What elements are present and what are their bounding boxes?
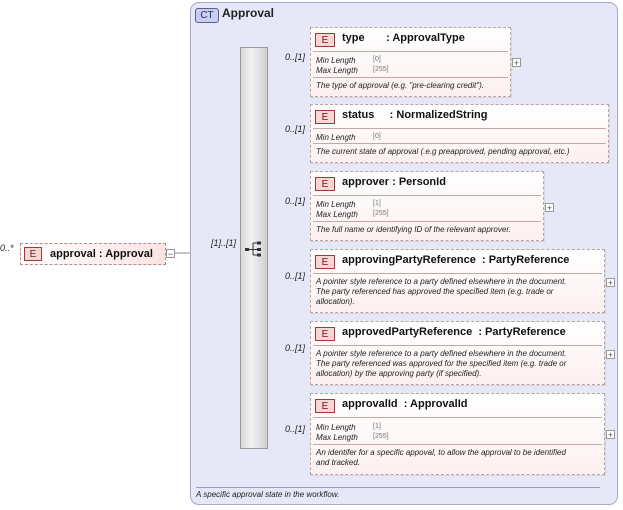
element-cardinality: 0..[1] [285, 343, 306, 353]
element-badge-icon: E [24, 247, 42, 261]
expand-icon[interactable]: + [606, 430, 615, 440]
collapse-icon[interactable]: − [166, 249, 175, 259]
expand-icon[interactable]: + [606, 350, 615, 360]
facet-label: Min Length [316, 56, 356, 65]
facet-label: Max Length [316, 210, 358, 219]
element-name: approvedPartyReference : PartyReference [342, 326, 566, 338]
facet-label: Min Length [316, 200, 356, 209]
sequence-cardinality: [1]..[1] [211, 238, 237, 248]
element-documentation: A pointer style reference to a party def… [316, 349, 567, 358]
root-element-box[interactable] [20, 243, 166, 265]
element-approved-party-reference-box[interactable] [310, 321, 605, 385]
facet-label: Min Length [316, 423, 356, 432]
element-documentation: The type of approval (e.g. "pre-clearing… [316, 81, 484, 90]
divider [313, 143, 606, 144]
element-type-box[interactable] [310, 27, 511, 97]
sequence-compositor[interactable] [240, 47, 268, 449]
element-documentation: allocation) by the approving party (if s… [316, 369, 482, 378]
root-cardinality: 0..* [0, 243, 14, 253]
element-cardinality: 0..[1] [285, 196, 306, 206]
complex-type-documentation: A specific approval state in the workflo… [196, 490, 340, 499]
divider [313, 444, 602, 445]
element-badge-icon: E [315, 255, 335, 269]
element-name: approver : PersonId [342, 176, 446, 188]
facet-label: Min Length [316, 133, 356, 142]
divider [313, 77, 508, 78]
divider [313, 221, 541, 222]
facet-value: [1] [373, 200, 381, 207]
element-documentation: and tracked. [316, 458, 361, 467]
element-documentation: The party referenced was approved for th… [316, 359, 567, 368]
divider [313, 273, 602, 274]
expand-icon[interactable]: + [606, 278, 615, 288]
element-approving-party-reference-box[interactable] [310, 249, 605, 313]
facet-value: [0] [373, 133, 381, 140]
element-cardinality: 0..[1] [285, 424, 306, 434]
element-status-box[interactable] [310, 104, 609, 163]
element-cardinality: 0..[1] [285, 124, 306, 134]
element-badge-icon: E [315, 399, 335, 413]
element-documentation: A pointer style reference to a party def… [316, 277, 567, 286]
divider [313, 345, 602, 346]
facet-value: [1] [373, 423, 381, 430]
element-documentation: The full name or identifying ID of the r… [316, 225, 511, 234]
facet-value: [255] [373, 433, 389, 440]
facet-value: [0] [373, 56, 381, 63]
sequence-icon [245, 241, 261, 257]
facet-value: [255] [373, 66, 389, 73]
element-name: approvalId : ApprovalId [342, 398, 468, 410]
element-cardinality: 0..[1] [285, 52, 306, 62]
complex-type-divider [196, 487, 600, 488]
element-name: type : ApprovalType [342, 32, 465, 44]
element-badge-icon: E [315, 177, 335, 191]
divider [313, 417, 602, 418]
element-badge-icon: E [315, 110, 335, 124]
element-name: status : NormalizedString [342, 109, 488, 121]
element-badge-icon: E [315, 327, 335, 341]
expand-icon[interactable]: + [512, 58, 521, 68]
element-documentation: The current state of approval (.e.g prea… [316, 147, 570, 156]
facet-label: Max Length [316, 66, 358, 75]
facet-label: Max Length [316, 433, 358, 442]
element-cardinality: 0..[1] [285, 271, 306, 281]
divider [313, 195, 541, 196]
root-element-name: approval : Approval [50, 248, 153, 260]
facet-value: [255] [373, 210, 389, 217]
element-documentation: An identifer for a specific appoval, to … [316, 448, 566, 457]
element-approver-box[interactable] [310, 171, 544, 241]
element-badge-icon: E [315, 33, 335, 47]
element-documentation: allocation). [316, 297, 355, 306]
element-documentation: The party referenced has approved the sp… [316, 287, 554, 296]
expand-icon[interactable]: + [545, 203, 554, 213]
element-name: approvingPartyReference : PartyReference [342, 254, 570, 266]
complex-type-badge: CT [195, 8, 219, 23]
divider [313, 128, 606, 129]
complex-type-title: Approval [222, 6, 275, 20]
element-approval-id-box[interactable] [310, 393, 605, 475]
divider [313, 51, 508, 52]
